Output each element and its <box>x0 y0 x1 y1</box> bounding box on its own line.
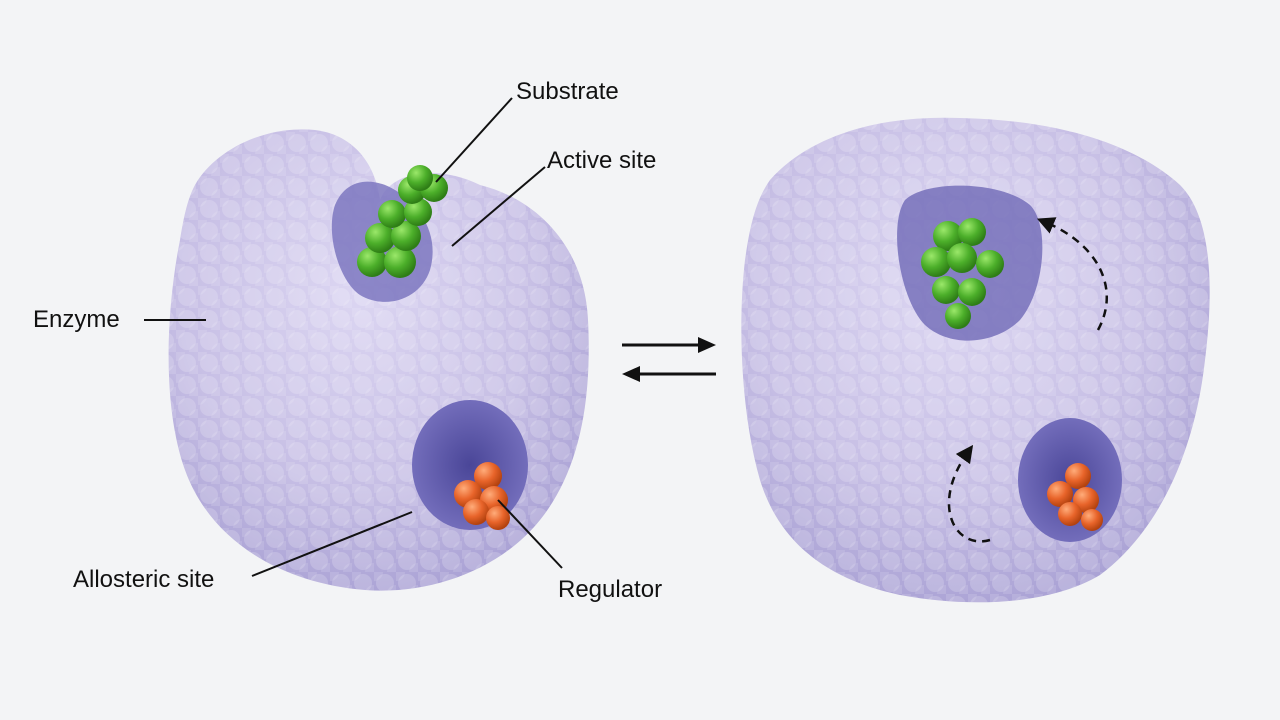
label-allosteric-site: Allosteric site <box>73 568 214 592</box>
leader-substrate <box>436 98 512 182</box>
enzyme-left <box>169 129 589 590</box>
label-regulator: Regulator <box>558 578 662 602</box>
enzyme-right <box>741 118 1209 603</box>
equilibrium-arrows-icon <box>622 337 716 382</box>
label-enzyme: Enzyme <box>33 308 120 332</box>
label-active-site: Active site <box>547 149 656 173</box>
label-substrate: Substrate <box>516 80 619 104</box>
